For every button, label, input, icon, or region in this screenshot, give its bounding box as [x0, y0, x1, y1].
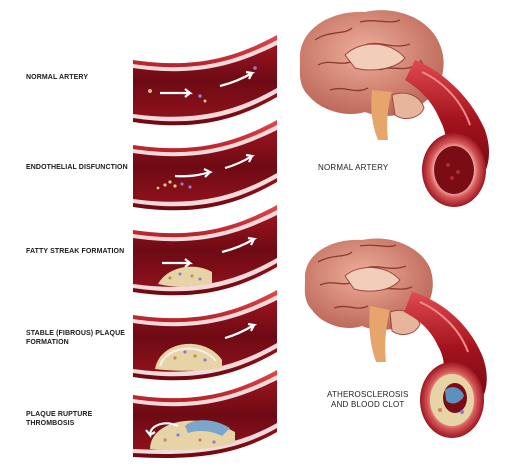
- brainstem: [371, 90, 392, 140]
- flow-arrow-icon: [160, 88, 194, 98]
- brain-normal: [299, 10, 444, 140]
- blood-clot: [445, 387, 464, 404]
- stage-5-artery: [133, 370, 277, 458]
- stage-label-endothelial-disfunction: ENDOTHELIAL DISFUNCTION: [26, 164, 128, 171]
- flow-arrow-icon: [174, 168, 213, 178]
- stage-label-stable-plaque: STABLE (FIBROUS) PLAQUE FORMATION: [26, 330, 126, 346]
- atherosclerosis-label: ATHEROSCLEROSIS AND BLOOD CLOT: [327, 390, 409, 410]
- atherosclerosis-label-line1: ATHEROSCLEROSIS: [327, 390, 409, 399]
- thrombus: [185, 420, 230, 436]
- flow-arrow-icon: [145, 422, 179, 439]
- normal-artery-tube: [405, 60, 490, 207]
- flow-arrow-icon: [162, 258, 194, 268]
- stage-2-artery: [133, 120, 277, 211]
- cerebellum: [391, 92, 425, 119]
- fatty-streak: [158, 266, 212, 287]
- flow-arrow-icon: [221, 236, 258, 254]
- fibrous-plaque: [155, 343, 222, 371]
- stage-label-plaque-rupture: PLAQUE RUPTURE THROMBOSIS: [26, 411, 93, 427]
- diseased-artery-tube: [404, 292, 487, 438]
- stage-1-artery: [133, 35, 277, 126]
- brainstem: [369, 306, 390, 362]
- normal-artery-label: NORMAL ARTERY: [318, 163, 389, 172]
- stage-3-artery: [133, 205, 277, 296]
- stage-label-fatty-streak: FATTY STREAK FORMATION: [26, 248, 125, 255]
- stage-4-artery: [133, 290, 277, 381]
- flow-arrow-icon: [219, 70, 256, 88]
- atherosclerosis-label-line2: AND BLOOD CLOT: [331, 400, 405, 409]
- brain-disease: [304, 238, 433, 362]
- stage-label-normal-artery: NORMAL ARTERY: [26, 74, 89, 81]
- flow-arrow-icon: [224, 322, 258, 340]
- flow-arrow-icon: [224, 153, 256, 170]
